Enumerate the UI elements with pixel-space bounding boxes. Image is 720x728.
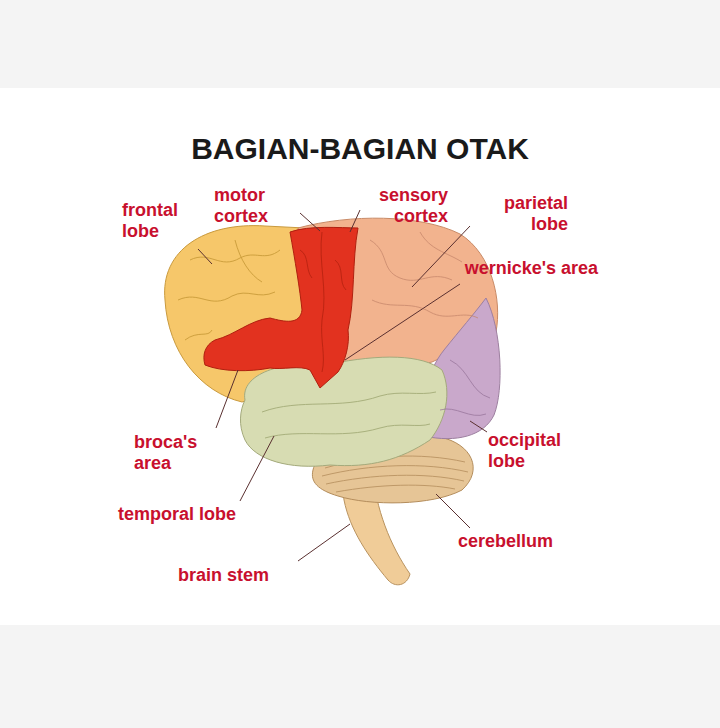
part-label: occipital lobe	[488, 430, 600, 472]
leader-line	[436, 494, 470, 528]
occipital-gyri	[440, 360, 490, 415]
leader-line	[470, 421, 487, 432]
leader-line	[216, 370, 238, 428]
leader-line	[198, 249, 212, 264]
part-label: temporal lobe	[118, 504, 298, 525]
part-label: motor cortex	[214, 185, 304, 227]
bottom-band	[0, 625, 720, 728]
part-label: frontal lobe	[122, 200, 210, 242]
part-label: broca's area	[134, 432, 232, 474]
temporal-lobe-shape	[240, 357, 446, 466]
leader-lines	[198, 210, 487, 561]
temporal-gyri	[262, 392, 436, 438]
part-label: sensory cortex	[346, 185, 448, 227]
cortex-band-shape	[204, 227, 358, 388]
leader-line	[240, 436, 274, 501]
leader-line	[298, 524, 350, 561]
part-label: parietal lobe	[462, 193, 568, 235]
diagram-title: BAGIAN-BAGIAN OTAK	[0, 132, 720, 166]
leader-line	[350, 210, 360, 232]
leader-line	[300, 213, 320, 231]
part-label: wernicke's area	[452, 258, 598, 279]
part-label: brain stem	[178, 565, 318, 586]
cortex-gyri	[300, 232, 346, 372]
part-label: cerebellum	[458, 531, 598, 552]
frontal-gyri	[178, 240, 280, 340]
leader-line	[412, 226, 470, 287]
top-band	[0, 0, 720, 88]
leader-line	[345, 284, 460, 360]
